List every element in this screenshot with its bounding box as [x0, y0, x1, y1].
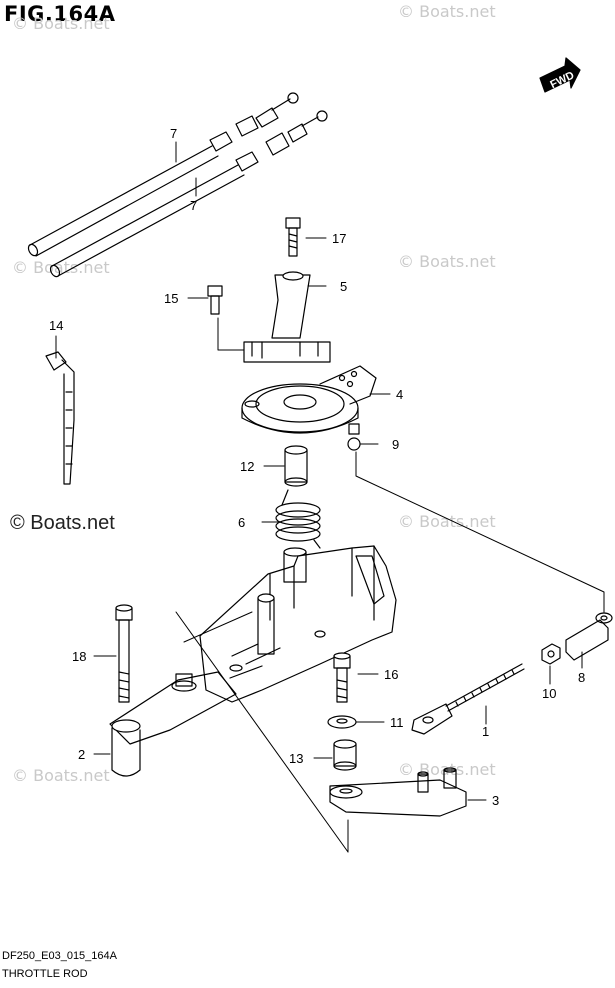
callout-15: 15: [164, 291, 178, 306]
callout-3: 3: [492, 793, 499, 808]
bolt-18: [115, 604, 133, 703]
spring-6: [275, 489, 321, 549]
figure-name: THROTTLE ROD: [2, 968, 88, 980]
collar-12: [284, 445, 308, 487]
ball-joint-9: [347, 423, 361, 451]
lever-arm-2: [109, 671, 237, 777]
bracket-5: [243, 271, 331, 363]
callout-2: 2: [78, 747, 85, 762]
callout-7-upper: 7: [170, 126, 177, 141]
nut-10: [541, 643, 561, 665]
watermark: © Boats.net: [398, 2, 496, 21]
assembly-guide-lines: [175, 451, 605, 853]
callout-6: 6: [238, 515, 245, 530]
main-bracket-body: [199, 545, 397, 703]
figure-title: FIG.164A: [4, 2, 116, 26]
callout-7-lower: 7: [190, 198, 197, 213]
watermark: © Boats.net: [398, 252, 496, 271]
cable-tie-14: [45, 351, 75, 485]
watermark: © Boats.net: [12, 14, 110, 33]
throttle-disc-4: [241, 365, 377, 434]
bolt-16: [333, 652, 351, 703]
callout-8: 8: [578, 670, 585, 685]
watermark: © Boats.net: [12, 258, 110, 277]
throttle-cable-lower: [49, 110, 328, 278]
callout-9: 9: [392, 437, 399, 452]
callout-11: 11: [390, 715, 404, 730]
collar-13: [333, 739, 357, 771]
callout-5: 5: [340, 279, 347, 294]
throttle-rod-1: [411, 663, 525, 735]
callout-4: 4: [396, 387, 403, 402]
callout-13: 13: [289, 751, 303, 766]
fwd-arrow-icon: [539, 57, 581, 93]
watermark-prominent: © Boats.net: [10, 512, 115, 534]
callout-16: 16: [384, 667, 398, 682]
callout-14: 14: [49, 318, 63, 333]
leader-lines: [55, 141, 583, 801]
callout-1: 1: [482, 724, 489, 739]
washer-11: [327, 715, 357, 729]
watermark: © Boats.net: [398, 512, 496, 531]
rod-end-8: [565, 612, 613, 661]
callout-17: 17: [332, 231, 346, 246]
link-arm-3: [329, 767, 467, 817]
callout-12: 12: [240, 459, 254, 474]
callout-18: 18: [72, 649, 86, 664]
watermark: © Boats.net: [12, 766, 110, 785]
callout-10: 10: [542, 686, 556, 701]
figure-code: DF250_E03_015_164A: [2, 950, 117, 962]
bolt-15: [207, 285, 223, 315]
bolt-17: [285, 217, 301, 257]
throttle-cable-upper: [27, 92, 299, 257]
